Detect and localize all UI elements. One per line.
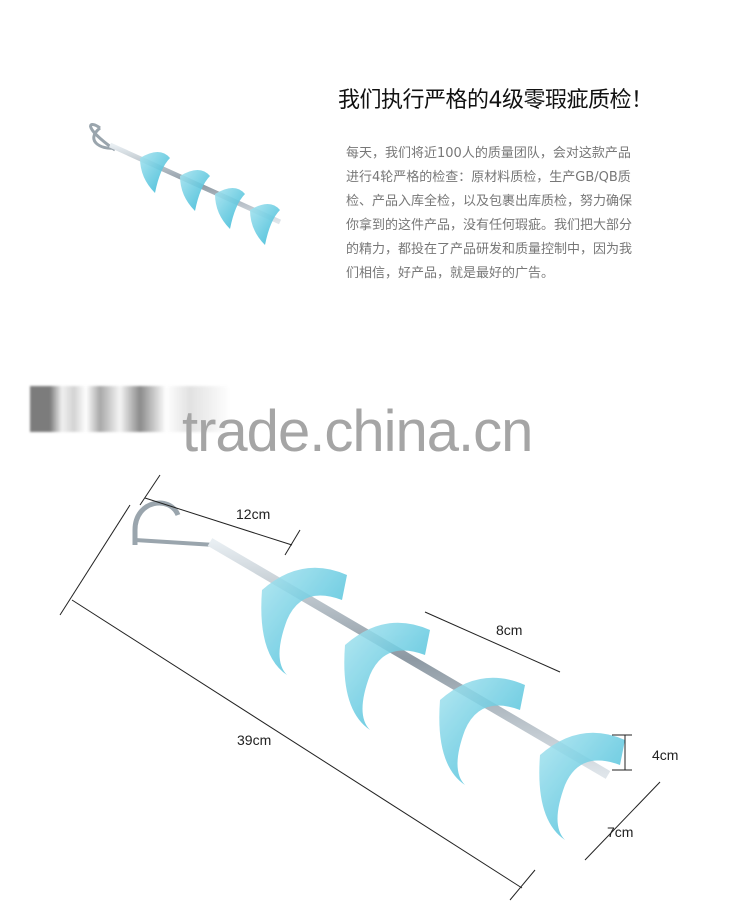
description-line: 每天，我们将近100人的质量团队，会对这款产品 [346,146,631,161]
hook-length-label: 12cm [236,506,271,522]
watermark: trade.china.cn [182,399,533,464]
description-line: 你拿到的这件产品，没有任何瑕疵。我们把大部分 [346,218,633,233]
fin-spacing-label: 8cm [496,622,523,638]
description-line: 的精力，都投在了产品研发和质量控制中，因为我 [346,242,633,257]
fin-height-label: 4cm [652,747,679,763]
total-length-label: 39cm [237,732,272,748]
headline: 我们执行严格的4级零瑕疵质检！ [338,88,653,113]
large-hanger-image [132,500,625,840]
dimension-lines [59,474,661,901]
description-line: 进行4轮严格的检查：原材料质检，生产GB/QB质 [346,170,631,185]
description-line: 检、产品入库全检，以及包裹出库质检，努力确保 [346,194,633,209]
obscured-section-heading [30,386,230,432]
quality-description: 每天，我们将近100人的质量团队，会对这款产品 进行4轮严格的检查：原材料质检，… [346,142,676,286]
small-hanger-image [89,123,282,245]
fin-width-label: 7cm [607,824,634,840]
description-line: 们相信，好产品，就是最好的广告。 [346,266,555,281]
